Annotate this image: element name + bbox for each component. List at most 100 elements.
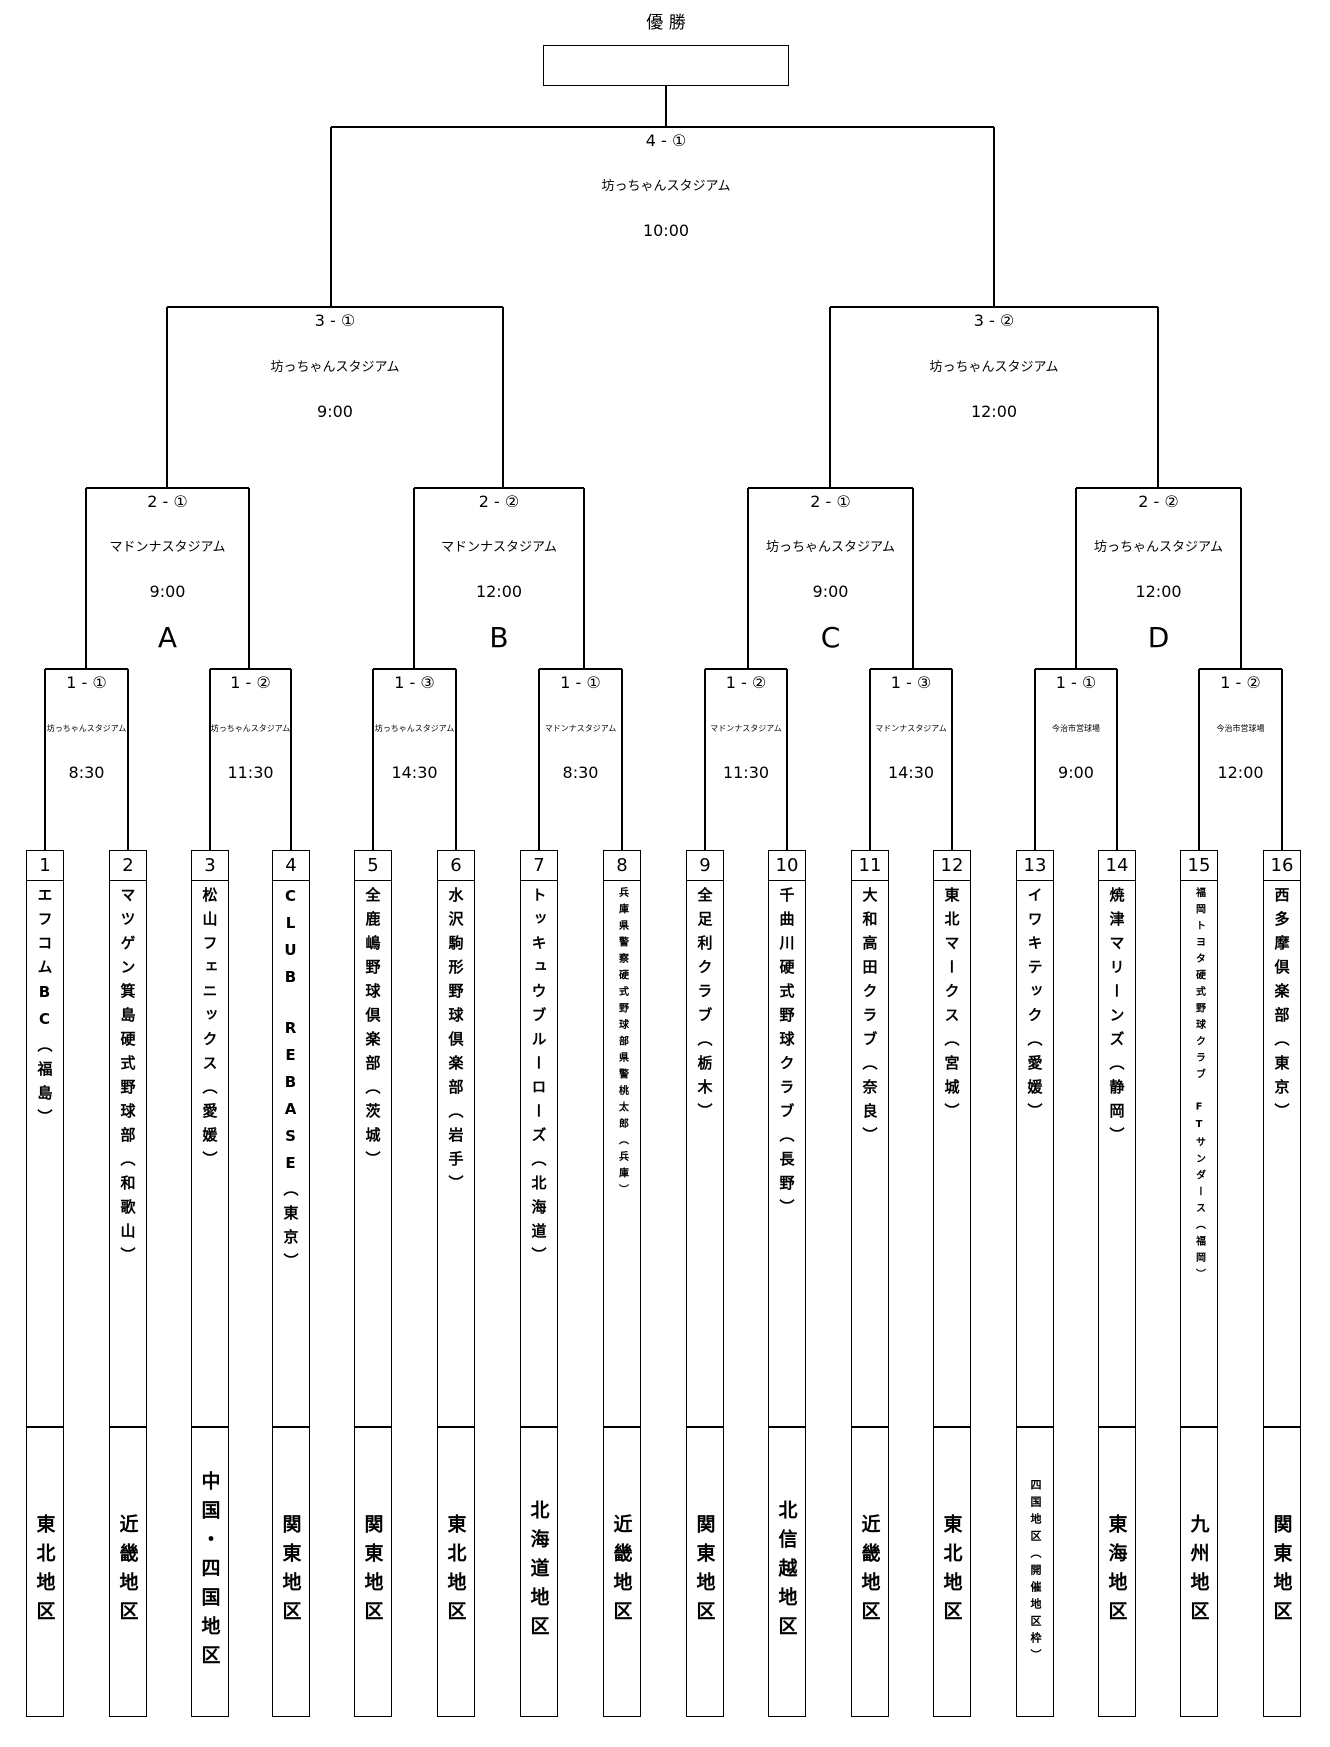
quarter-time: 9:00 bbox=[149, 582, 186, 601]
bracket-line bbox=[372, 669, 374, 850]
quarter-venue: マドンナスタジアム bbox=[440, 540, 558, 555]
bracket-line bbox=[1034, 669, 1036, 850]
team-name: 全鹿嶋野球倶楽部（茨城） bbox=[363, 887, 382, 1175]
team-name: 東北マークス（宮城） bbox=[942, 887, 961, 1127]
region-divider bbox=[192, 1426, 228, 1428]
bracket-line bbox=[912, 488, 914, 669]
first-round-time: 8:30 bbox=[68, 763, 105, 782]
final-venue: 坊っちゃんスタジアム bbox=[601, 179, 731, 194]
team-number: 5 bbox=[355, 851, 391, 881]
region-divider bbox=[438, 1426, 474, 1428]
first-round-match-label: 1 - ① bbox=[1055, 673, 1097, 692]
team-number: 8 bbox=[604, 851, 640, 881]
first-round-match-label: 1 - ② bbox=[725, 673, 767, 692]
first-round-match-label: 1 - ① bbox=[66, 673, 107, 692]
team-region: 東北地区 bbox=[33, 1514, 56, 1630]
region-divider bbox=[1264, 1426, 1300, 1428]
first-round-time: 8:30 bbox=[562, 763, 599, 782]
team-region: 北信越地区 bbox=[775, 1499, 798, 1645]
team-slot: 1 エフコムBC（福島） 東北地区 bbox=[26, 850, 64, 1717]
bracket-line bbox=[166, 307, 168, 488]
bracket-line bbox=[829, 307, 831, 488]
team-name: 全足利クラブ（栃木） bbox=[695, 887, 714, 1127]
team-region: 四国地区（開催地区枠） bbox=[1029, 1478, 1042, 1666]
region-divider bbox=[934, 1426, 970, 1428]
bracket-line bbox=[538, 669, 540, 850]
team-number: 7 bbox=[521, 851, 557, 881]
team-name: 水沢駒形野球倶楽部（岩手） bbox=[446, 887, 465, 1199]
first-round-line bbox=[373, 668, 456, 670]
bracket-line bbox=[704, 669, 706, 850]
bracket-line bbox=[209, 669, 211, 850]
bracket-line bbox=[1075, 488, 1077, 669]
bracket-line bbox=[1198, 669, 1200, 850]
bracket-line bbox=[248, 488, 250, 669]
bracket-line bbox=[1116, 669, 1118, 850]
bracket-line bbox=[330, 127, 332, 307]
first-round-line bbox=[1035, 668, 1117, 670]
first-round-time: 14:30 bbox=[887, 763, 935, 782]
first-round-time: 14:30 bbox=[391, 763, 438, 782]
team-region: 北海道地区 bbox=[527, 1499, 550, 1645]
team-number: 9 bbox=[687, 851, 723, 881]
team-region: 関東地区 bbox=[279, 1514, 302, 1630]
team-number: 1 bbox=[27, 851, 63, 881]
team-name: マツゲン箕島硬式野球部（和歌山） bbox=[118, 887, 137, 1271]
team-number: 3 bbox=[192, 851, 228, 881]
first-round-line bbox=[539, 668, 622, 670]
team-slot: 8 兵庫県警察硬式野球部県警桃太郎（兵庫） 近畿地区 bbox=[603, 850, 641, 1717]
first-round-venue: 今治市営球場 bbox=[1216, 724, 1265, 733]
final-match-label: 4 - ① bbox=[645, 131, 687, 150]
bracket-line bbox=[502, 307, 504, 488]
final-line bbox=[331, 126, 994, 128]
team-region: 中国・四国地区 bbox=[198, 1470, 221, 1674]
first-round-venue: 坊っちゃんスタジアム bbox=[46, 724, 127, 733]
first-round-match-label: 1 - ③ bbox=[394, 673, 435, 692]
quarter-venue: 坊っちゃんスタジアム bbox=[1093, 540, 1224, 555]
first-round-time: 11:30 bbox=[722, 763, 770, 782]
region-divider bbox=[769, 1426, 805, 1428]
team-name: エフコムBC（福島） bbox=[35, 887, 54, 1133]
semi-match-label: 3 - ② bbox=[973, 311, 1015, 330]
team-number: 15 bbox=[1181, 851, 1217, 881]
first-round-match-label: 1 - ③ bbox=[890, 673, 932, 692]
team-name: イワキテック（愛媛） bbox=[1025, 887, 1044, 1127]
quarter-venue: 坊っちゃんスタジアム bbox=[765, 540, 896, 555]
region-divider bbox=[852, 1426, 888, 1428]
bracket-line bbox=[413, 488, 415, 669]
region-divider bbox=[273, 1426, 309, 1428]
bracket-line bbox=[951, 669, 953, 850]
team-name: 千曲川硬式野球クラブ（長野） bbox=[777, 887, 796, 1223]
team-region: 近畿地区 bbox=[610, 1514, 633, 1630]
quarter-line bbox=[1076, 487, 1241, 489]
region-divider bbox=[521, 1426, 557, 1428]
semi-match-label: 3 - ① bbox=[314, 311, 356, 330]
team-region: 九州地区 bbox=[1187, 1514, 1210, 1630]
first-round-time: 11:30 bbox=[227, 763, 274, 782]
team-number: 16 bbox=[1264, 851, 1300, 881]
semi-line bbox=[167, 306, 503, 308]
bracket-line bbox=[44, 669, 46, 850]
quarter-time: 12:00 bbox=[475, 582, 523, 601]
first-round-match-label: 1 - ② bbox=[230, 673, 271, 692]
semi-time: 12:00 bbox=[970, 402, 1018, 421]
champion-label: 優 勝 bbox=[646, 13, 686, 33]
first-round-venue: 今治市営球場 bbox=[1052, 724, 1100, 733]
region-divider bbox=[355, 1426, 391, 1428]
first-round-line bbox=[45, 668, 128, 670]
team-name: 兵庫県警察硬式野球部県警桃太郎（兵庫） bbox=[616, 887, 628, 1201]
quarter-time: 12:00 bbox=[1135, 582, 1182, 601]
team-slot: 7 トッキュウブルーローズ（北海道） 北海道地区 bbox=[520, 850, 558, 1717]
block-label: B bbox=[489, 621, 509, 654]
team-name: トッキュウブルーローズ（北海道） bbox=[529, 887, 548, 1271]
